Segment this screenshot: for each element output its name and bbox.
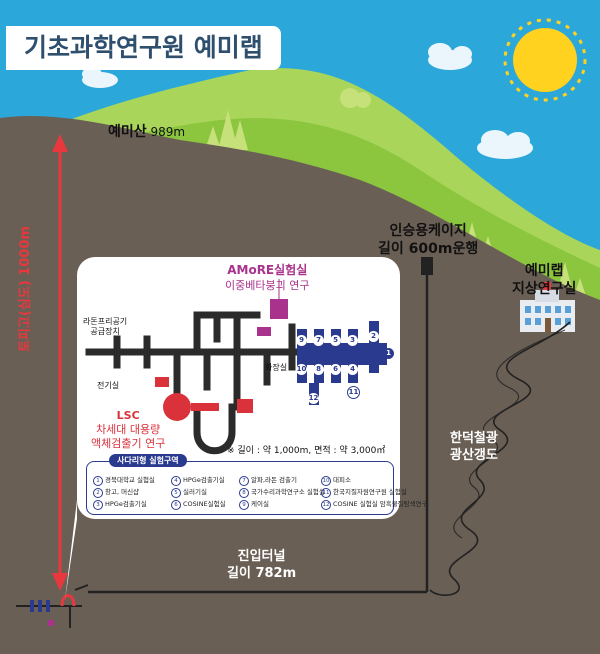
page-title: 기초과학연구원 예미랩 [6, 26, 281, 70]
peak-height: 989m [150, 125, 186, 139]
cloud-icon [82, 43, 533, 159]
tunnel-line2: 길이 782m [227, 566, 297, 581]
cable-line1: 인승용케이지 [389, 223, 467, 239]
legend-item-number: 9 [239, 500, 249, 510]
zone-number: 8 [313, 364, 324, 375]
amore-label: AMoRE실험실 이중베타붕괴 연구 [225, 263, 309, 293]
panel-pointer [65, 500, 77, 600]
zone-number: 9 [296, 335, 307, 346]
legend-item-number: 6 [171, 500, 181, 510]
legend-item-label: HPGe검출기실 [183, 476, 225, 484]
legend-item-label: 대피소 [333, 476, 351, 484]
legend-item-label: 실러기실 [183, 488, 207, 496]
legend-item-label: 한국지질자원연구원 실험실 [333, 488, 407, 496]
legend-item-number: 12 [321, 500, 331, 510]
zone-number: 6 [330, 364, 341, 375]
surface-lab-line2: 지상연구실 [512, 281, 577, 297]
zone-number: 1 [383, 348, 394, 359]
legend-item-label: COSINE실험실 [183, 500, 226, 508]
surface-lab-label: 예미랩 지상연구실 [512, 262, 576, 298]
legend-item-label: COSINE 실험실 암흑물질탐색연구 [333, 500, 428, 508]
radon-line1: 라돈프리공기 [83, 317, 128, 326]
lsc-line1: 차세대 대용량 [96, 423, 161, 436]
lsc-name: LSC [116, 409, 140, 422]
zone-number: 11 [347, 386, 360, 399]
depth-arrow [52, 134, 68, 591]
amore-room [270, 299, 288, 319]
tunnel-line1: 진입터널 [237, 549, 286, 564]
legend-item-number: 3 [93, 500, 103, 510]
amore-name: AMoRE실험실 [227, 263, 308, 277]
depth-label: 토피고(심도) 1000m [18, 226, 33, 352]
facility-map [85, 279, 387, 455]
zone-number: 3 [347, 335, 358, 346]
mini-lab-map [16, 594, 82, 628]
legend-item-number: 10 [321, 476, 331, 486]
zone-number: 2 [368, 331, 379, 342]
legend-title: 사다리형 실험구역 [109, 454, 187, 467]
cable-shaft [421, 257, 433, 592]
surface-lab-line1: 예미랩 [524, 263, 564, 279]
zone-number: 5 [330, 335, 341, 346]
mine-line2: 광산갱도 [450, 448, 498, 463]
legend-item-number: 11 [321, 488, 331, 498]
zone-number: 4 [347, 364, 358, 375]
legend-item-number: 4 [171, 476, 181, 486]
mine-label: 한덕철광 광산갱도 [450, 430, 498, 464]
radon-label: 라돈프리공기 공급장치 [83, 317, 127, 337]
electric-room-label: 전기실 [97, 381, 120, 390]
mine-tunnel-path [429, 321, 571, 596]
restroom-label: 화장실 [265, 363, 288, 372]
zone-number: 10 [296, 364, 307, 375]
cable-label: 인승용케이지 길이 600m운행 [378, 222, 478, 258]
lsc-line2: 액체검출기 연구 [91, 437, 166, 450]
radon-line2: 공급장치 [90, 327, 120, 336]
zone-number: 7 [313, 335, 324, 346]
peak-label: 예미산 989m [108, 121, 185, 141]
legend-item-label: 창고, 머신샵 [105, 488, 140, 496]
peak-name: 예미산 [108, 124, 147, 140]
zone-number: 12 [308, 393, 319, 404]
amore-desc: 이중베타붕괴 연구 [225, 279, 310, 292]
legend-item-label: 알파,라돈 검출기 [251, 476, 297, 484]
legend-item-number: 7 [239, 476, 249, 486]
legend-item-number: 5 [171, 488, 181, 498]
legend-item-number: 1 [93, 476, 103, 486]
lsc-label: LSC 차세대 대용량 액체검출기 연구 [91, 409, 165, 451]
tunnel-label: 진입터널 길이 782m [227, 548, 296, 582]
legend-item-label: HPGe검출기실 [105, 500, 147, 508]
surface-lab-building-icon [520, 282, 575, 332]
legend-item-label: 경북대학교 실험실 [105, 476, 155, 484]
legend-item-number: 2 [93, 488, 103, 498]
lsc-detector [155, 377, 253, 421]
legend-item-number: 8 [239, 488, 249, 498]
cable-line2: 길이 600m운행 [378, 241, 479, 257]
sun-icon [503, 18, 587, 102]
legend-item-label: 케이실 [251, 500, 269, 508]
mine-line1: 한덕철광 [450, 431, 498, 446]
area-note: ※ 길이 : 약 1,000m, 면적 : 약 3,000㎡ [227, 446, 386, 456]
legend-item-label: 국가수리과학연구소 실험실 [251, 488, 325, 496]
